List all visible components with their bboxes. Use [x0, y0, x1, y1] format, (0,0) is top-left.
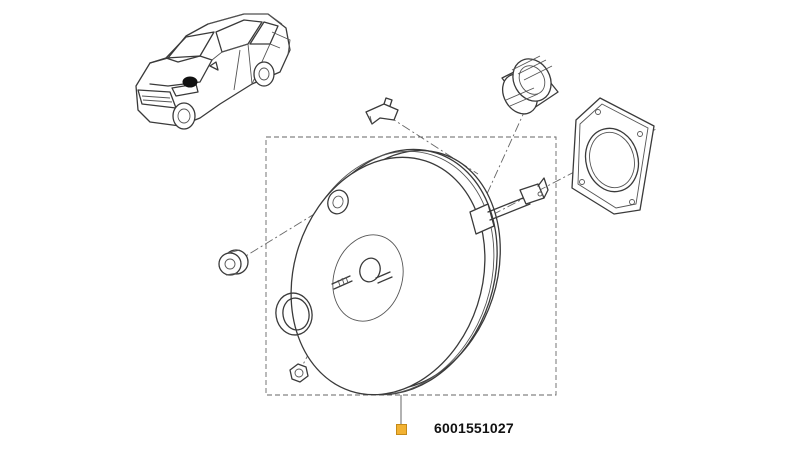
brake-booster-icon — [290, 148, 549, 396]
part-number-label[interactable]: 6001551027 — [434, 420, 514, 436]
grommet-icon — [218, 249, 249, 276]
part-reference-marker[interactable] — [396, 424, 407, 435]
car-icon — [135, 13, 291, 130]
clip-icon — [365, 97, 399, 125]
seal-ring-icon — [275, 292, 313, 336]
nut-icon — [289, 363, 309, 383]
check-valve-sleeve-icon — [501, 55, 559, 115]
gasket-plate-icon — [571, 97, 655, 215]
assembly-frame — [265, 136, 557, 396]
